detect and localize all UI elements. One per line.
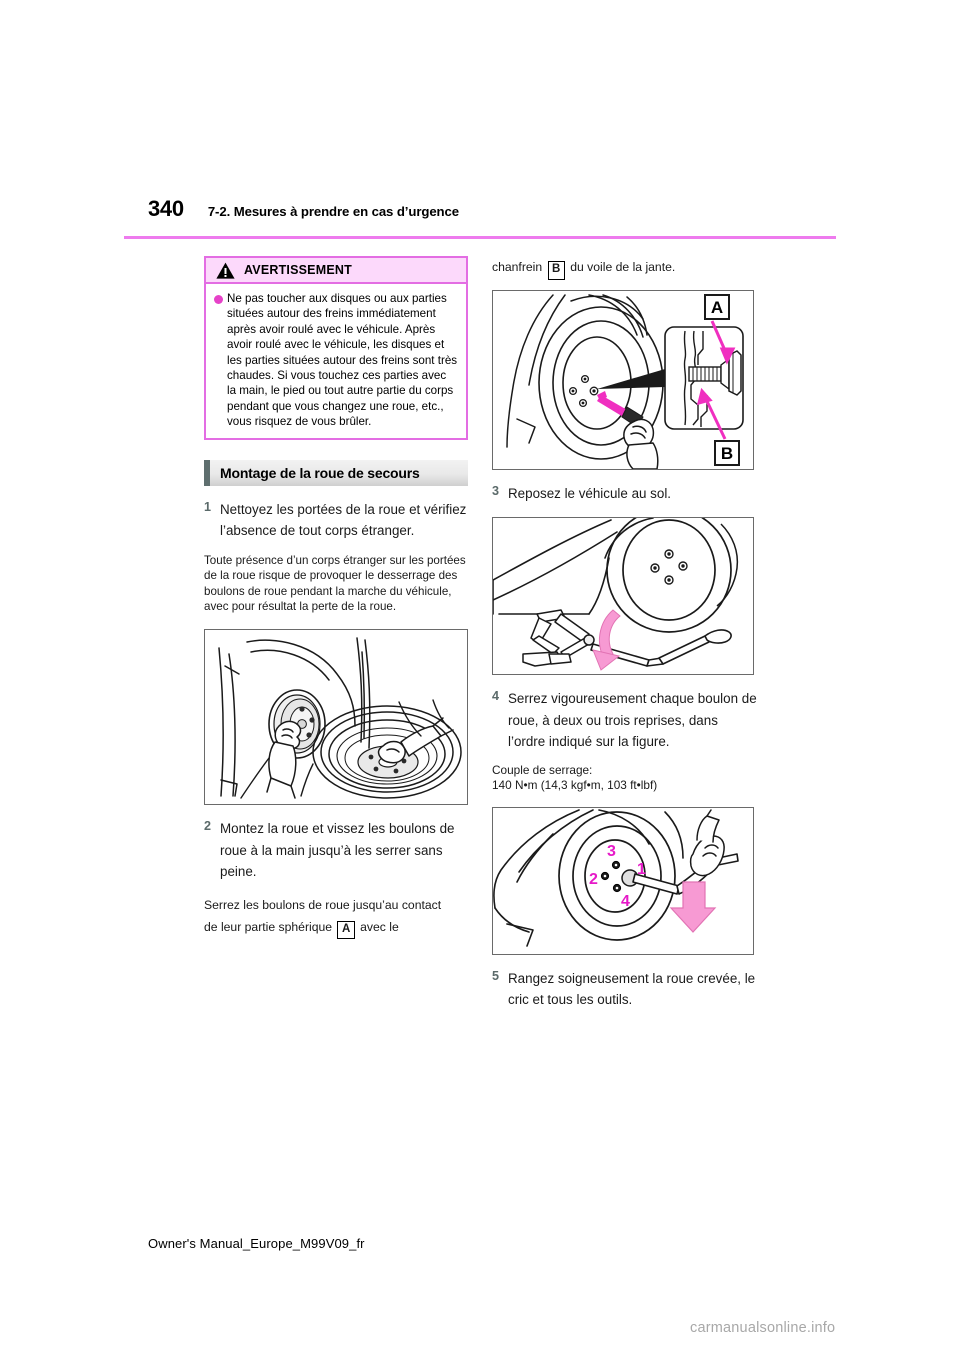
header-divider — [124, 236, 836, 239]
step-2-note-part2: de leur partie sphérique — [204, 919, 333, 934]
step-4-number: 4 — [492, 689, 500, 703]
page-header: 340 7-2. Mesures à prendre en cas d’urge… — [148, 196, 848, 232]
warning-triangle-icon — [216, 262, 235, 279]
step-5-number: 5 — [492, 968, 500, 983]
step-4: 4 Serrez vigoureusement chaque boulon de… — [492, 688, 758, 753]
step-2-note: Serrez les boulons de roue jusqu’au cont… — [204, 894, 472, 940]
step-5: 5 Rangez soigneusement la roue crevée, l… — [492, 968, 758, 1011]
warning-body: Ne pas toucher aux disques ou aux partie… — [206, 284, 466, 438]
page-number: 340 — [148, 196, 184, 221]
step-2-note-part5: du voile de la jante. — [570, 260, 676, 274]
callout-b-inline: B — [547, 261, 565, 280]
manual-id-footer: Owner's Manual_Europe_M99V09_fr — [148, 1236, 365, 1251]
section-heading-label: Montage de la roue de secours — [220, 464, 420, 481]
order-label-4: 4 — [621, 893, 630, 910]
site-watermark: carmanualsonline.info — [690, 1320, 836, 1336]
step-3-number: 3 — [492, 483, 500, 498]
step-2-note-part3: avec le — [360, 919, 399, 934]
step-4-text: Serrez vigoureusement chaque boulon de r… — [508, 691, 757, 749]
warning-label: AVERTISSEMENT — [244, 263, 352, 277]
step-3-text: Reposez le véhicule au sol. — [508, 485, 672, 501]
svg-text:B: B — [721, 444, 733, 463]
section-heading: Montage de la roue de secours — [204, 459, 468, 486]
lowering-jack-illustration — [492, 517, 754, 675]
svg-text:A: A — [711, 298, 723, 317]
step-3: 3 Reposez le véhicule au sol. — [492, 483, 758, 505]
step-5-text: Rangez soigneusement la roue crevée, le … — [508, 970, 756, 1008]
warning-box: AVERTISSEMENT Ne pas toucher aux disques… — [204, 256, 468, 440]
torque-label: Couple de serrage: — [492, 762, 593, 777]
wheel-bolt-seating-detail-illustration: A B — [492, 289, 754, 470]
order-label-1: 1 — [637, 861, 646, 878]
torque-value: 140 N•m (14,3 kgf•m, 103 ft•lbf) — [492, 778, 658, 793]
step-2-text: Montez la roue et vissez les boulons de … — [220, 821, 455, 880]
order-label-2: 2 — [589, 871, 598, 888]
order-label-3: 3 — [607, 843, 616, 860]
step-2-note-continued: chanfrein B du voile de la jante. — [492, 256, 758, 280]
right-column: chanfrein B du voile de la jante. — [492, 256, 758, 1011]
step-2-note-part1: Serrez les boulons de roue jusqu’au cont… — [204, 897, 442, 912]
step-1-text: Nettoyez les portées de la roue et vérif… — [220, 501, 467, 539]
warning-header: AVERTISSEMENT — [206, 258, 466, 284]
step-2: 2 Montez la roue et vissez les boulons d… — [204, 818, 472, 883]
callout-a-inline: A — [337, 920, 355, 940]
page-title: 7-2. Mesures à prendre en cas d’urgence — [207, 204, 459, 219]
cleaning-hub-and-wheel-illustration — [204, 629, 468, 806]
step-2-note-part4: chanfrein — [492, 260, 543, 274]
step-2-number: 2 — [204, 819, 212, 834]
warning-item-text: Ne pas toucher aux disques ou aux partie… — [227, 292, 458, 429]
step-1-number: 1 — [204, 499, 212, 514]
bolt-tightening-order-illustration: 1 2 3 4 — [492, 806, 754, 955]
warning-bullet-icon — [214, 295, 223, 304]
step-1: 1 Nettoyez les portées de la roue et vér… — [204, 499, 472, 542]
step-1-note: Toute présence d’un corps étranger sur l… — [204, 553, 466, 614]
torque-spec: Couple de serrage: 140 N•m (14,3 kgf•m, … — [492, 763, 758, 794]
left-column: AVERTISSEMENT Ne pas toucher aux disques… — [204, 256, 472, 940]
